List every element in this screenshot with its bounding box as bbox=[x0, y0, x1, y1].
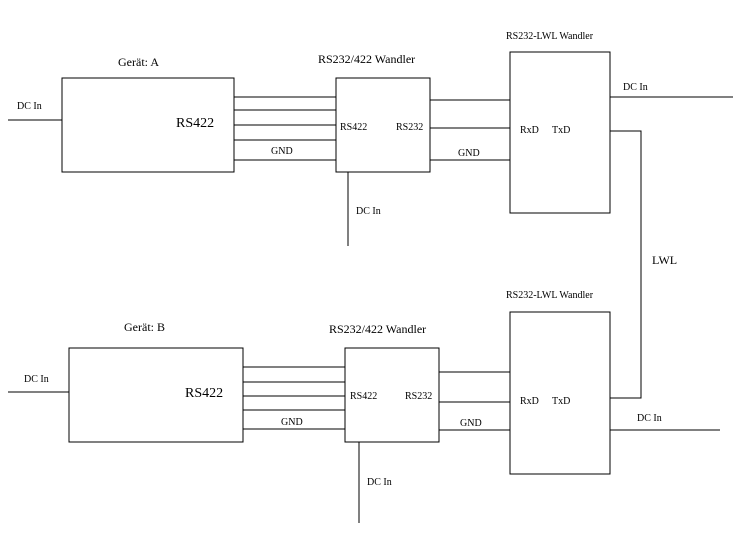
device-a-port-label: RS422 bbox=[176, 116, 214, 131]
lwl-converter-power-label: DC In bbox=[637, 413, 662, 424]
lwl-converter-title: RS232-LWL Wandler bbox=[506, 290, 594, 301]
gnd-label: GND bbox=[271, 146, 293, 157]
device-b-box bbox=[68, 347, 244, 443]
converter-rs422-label: RS422 bbox=[350, 391, 377, 402]
lwl-converter-box bbox=[509, 311, 611, 475]
device-b-title: Gerät: B bbox=[124, 320, 165, 334]
device-a-title: Gerät: A bbox=[118, 55, 159, 69]
converter-box bbox=[335, 77, 431, 173]
top-chain: Gerät: A RS422 DC In GND RS232/422 Wandl… bbox=[8, 31, 733, 246]
converter-title: RS232/422 Wandler bbox=[329, 322, 426, 336]
fiber-line bbox=[610, 130, 642, 399]
lwl-converter-power-label: DC In bbox=[623, 82, 648, 93]
bottom-chain: Gerät: B RS422 DC In GND RS232/422 Wandl… bbox=[8, 290, 720, 523]
converter-power-label: DC In bbox=[356, 206, 381, 217]
rxd-label: RxD bbox=[520, 125, 539, 136]
converter-title: RS232/422 Wandler bbox=[318, 52, 415, 66]
device-a-power-label: DC In bbox=[17, 101, 42, 112]
converter-power-label: DC In bbox=[367, 477, 392, 488]
txd-label: TxD bbox=[552, 125, 570, 136]
lwl-converter-title: RS232-LWL Wandler bbox=[506, 31, 594, 42]
device-b-power-label: DC In bbox=[24, 374, 49, 385]
device-a-box bbox=[61, 77, 235, 173]
gnd-label: GND bbox=[281, 417, 303, 428]
device-b-port-label: RS422 bbox=[185, 386, 223, 401]
lwl-converter-box bbox=[509, 51, 611, 214]
fiber-label: LWL bbox=[652, 253, 677, 267]
converter-rs232-label: RS232 bbox=[405, 391, 432, 402]
converter-rs422-label: RS422 bbox=[340, 122, 367, 133]
gnd-label: GND bbox=[460, 418, 482, 429]
txd-label: TxD bbox=[552, 396, 570, 407]
converter-box bbox=[344, 347, 440, 443]
fiber-link: LWL bbox=[610, 130, 677, 399]
rxd-label: RxD bbox=[520, 396, 539, 407]
converter-rs232-label: RS232 bbox=[396, 122, 423, 133]
gnd-label: GND bbox=[458, 148, 480, 159]
